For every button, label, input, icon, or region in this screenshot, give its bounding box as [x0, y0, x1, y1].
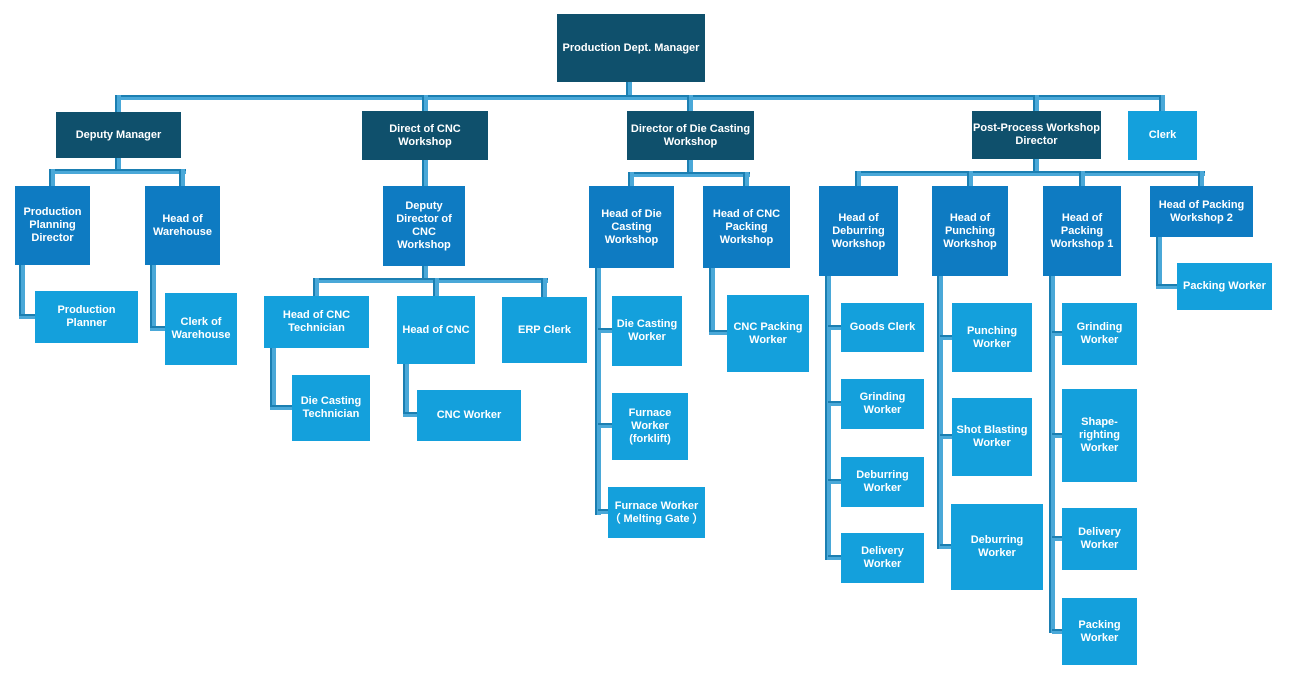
org-node-delivery-worker-packing1: Delivery Worker — [1062, 508, 1137, 570]
org-node-production-planning-director: Production Planning Director — [15, 186, 90, 265]
org-node-punching-worker: Punching Worker — [952, 303, 1032, 372]
org-connector — [628, 172, 750, 177]
org-connector — [940, 544, 951, 549]
org-node-furnace-worker-melting-gate: Furnace Worker （ Melting Gate ） — [608, 487, 705, 538]
org-node-head-of-cnc-packing-workshop: Head of CNC Packing Workshop — [703, 186, 790, 268]
org-connector — [1052, 433, 1062, 438]
org-connector — [828, 401, 841, 406]
org-connector — [19, 265, 25, 319]
org-connector — [541, 278, 547, 297]
org-connector — [940, 335, 952, 340]
org-node-head-of-punching-workshop: Head of Punching Workshop — [932, 186, 1008, 276]
org-connector — [49, 169, 55, 186]
org-connector — [150, 265, 156, 331]
org-connector — [422, 160, 428, 186]
org-connector — [743, 172, 749, 186]
org-connector — [855, 171, 1205, 176]
org-connector — [422, 266, 428, 280]
org-connector — [828, 479, 841, 484]
org-node-cnc-packing-worker: CNC Packing Worker — [727, 295, 809, 372]
org-connector — [940, 434, 952, 439]
org-node-goods-clerk: Goods Clerk — [841, 303, 924, 352]
org-node-deputy-director-of-cnc-workshop: Deputy Director of CNC Workshop — [383, 186, 465, 266]
org-node-die-casting-worker: Die Casting Worker — [612, 296, 682, 366]
org-node-grinding-worker-deburring: Grinding Worker — [841, 379, 924, 429]
org-connector — [1079, 171, 1085, 186]
org-connector — [270, 348, 276, 410]
org-node-clerk-of-warehouse: Clerk of Warehouse — [165, 293, 237, 365]
org-connector — [598, 509, 608, 514]
org-node-packing-worker-packing2: Packing Worker — [1177, 263, 1272, 310]
org-node-head-of-cnc-technician: Head of CNC Technician — [264, 296, 369, 348]
org-connector — [313, 278, 548, 283]
org-connector — [270, 405, 292, 410]
org-node-head-of-die-casting-workshop: Head of Die Casting Workshop — [589, 186, 674, 268]
org-connector — [687, 95, 693, 111]
org-connector — [828, 325, 841, 330]
org-connector — [116, 95, 1165, 100]
org-connector — [115, 95, 121, 112]
org-node-deburring-worker-punching: Deburring Worker — [951, 504, 1043, 590]
org-connector — [433, 278, 439, 296]
org-connector — [1033, 95, 1039, 111]
org-node-erp-clerk: ERP Clerk — [502, 297, 587, 363]
org-node-shot-blasting-worker: Shot Blasting Worker — [952, 398, 1032, 476]
org-connector — [1198, 171, 1204, 186]
org-node-grinding-worker-packing1: Grinding Worker — [1062, 303, 1137, 365]
org-connector — [825, 276, 831, 560]
org-connector — [855, 171, 861, 186]
org-node-post-process-workshop-director: Post-Process Workshop Director — [972, 111, 1101, 159]
org-connector — [1052, 629, 1062, 634]
org-node-head-of-warehouse: Head of Warehouse — [145, 186, 220, 265]
org-connector — [179, 169, 185, 186]
org-connector — [403, 412, 417, 417]
org-connector — [828, 555, 841, 560]
org-connector — [595, 268, 601, 515]
org-node-cnc-worker: CNC Worker — [417, 390, 521, 441]
org-connector — [598, 328, 612, 333]
org-connector — [937, 276, 943, 549]
org-node-delivery-worker-deburring: Delivery Worker — [841, 533, 924, 583]
org-connector — [1159, 95, 1165, 111]
org-connector — [967, 171, 973, 186]
org-connector — [150, 326, 165, 331]
org-node-director-of-die-casting-workshop: Director of Die Casting Workshop — [627, 111, 754, 160]
org-connector — [1156, 284, 1177, 289]
org-node-shape-righting-worker: Shape- righting Worker — [1062, 389, 1137, 482]
org-node-furnace-worker-forklift: Furnace Worker (forklift) — [612, 393, 688, 460]
org-node-head-of-deburring-workshop: Head of Deburring Workshop — [819, 186, 898, 276]
org-connector — [1033, 159, 1039, 173]
org-connector — [687, 160, 693, 174]
org-connector — [313, 278, 319, 296]
org-node-die-casting-technician: Die Casting Technician — [292, 375, 370, 441]
org-connector — [422, 95, 428, 111]
org-connector — [709, 268, 715, 335]
org-node-head-of-cnc: Head of CNC — [397, 296, 475, 364]
org-node-head-of-packing-workshop-2: Head of Packing Workshop 2 — [1150, 186, 1253, 237]
org-connector — [115, 158, 121, 172]
org-node-direct-of-cnc-workshop: Direct of CNC Workshop — [362, 111, 488, 160]
org-node-production-planner: Production Planner — [35, 291, 138, 343]
org-connector — [1052, 536, 1062, 541]
org-connector — [628, 172, 634, 186]
org-connector — [709, 330, 727, 335]
org-node-deburring-worker-deburring: Deburring Worker — [841, 457, 924, 507]
org-connector — [1052, 331, 1062, 336]
org-node-head-of-packing-workshop-1: Head of Packing Workshop 1 — [1043, 186, 1121, 276]
org-connector — [49, 169, 186, 174]
org-node-deputy-manager: Deputy Manager — [56, 112, 181, 158]
org-node-production-dept-manager: Production Dept. Manager — [557, 14, 705, 82]
org-node-packing-worker-packing1: Packing Worker — [1062, 598, 1137, 665]
org-node-clerk: Clerk — [1128, 111, 1197, 160]
org-connector — [1156, 237, 1162, 288]
org-connector — [626, 82, 632, 97]
org-connector — [598, 423, 612, 428]
org-connector — [1049, 276, 1055, 633]
org-connector — [19, 314, 35, 319]
org-connector — [403, 364, 409, 417]
